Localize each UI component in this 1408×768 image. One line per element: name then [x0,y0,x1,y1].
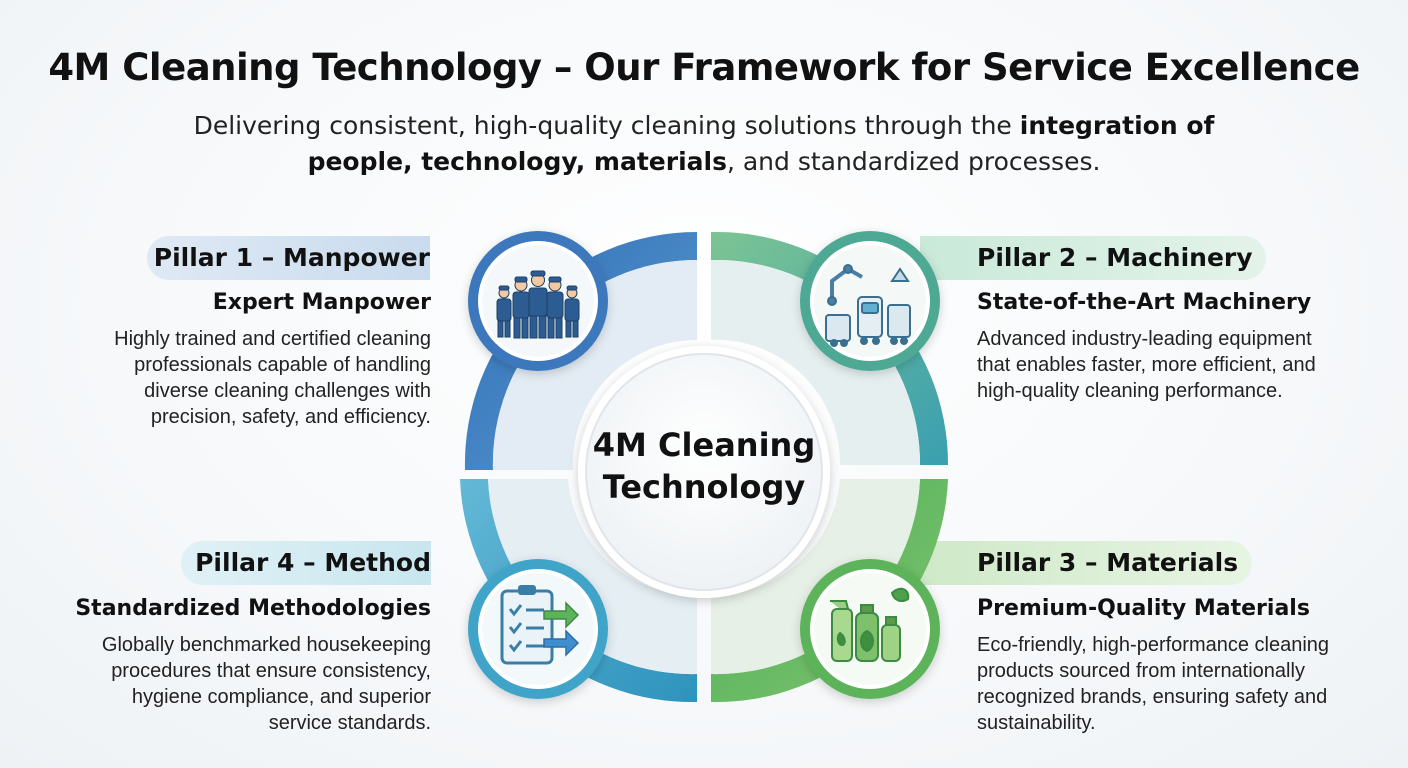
subtitle-emphasis: people, technology, materials [307,147,727,176]
description-line: diverse cleaning challenges with [144,380,431,402]
description-line: that enables faster, more efficient, and [977,354,1316,376]
pillar-3-description: Eco-friendly, high-performance cleaning … [977,632,1377,736]
description-line: professionals capable of handling [134,354,431,376]
description-line: procedures that ensure consistency, [111,660,431,682]
checklist-icon [500,585,580,665]
pillar-3-label: Pillar 3 – Materials [920,541,1252,585]
subtitle-text: , and standardized processes. [726,147,1101,176]
description-line: products sourced from internationally [977,660,1305,682]
center-label-line: Technology [602,468,806,506]
subtitle-emphasis: integration of [1019,111,1215,140]
pillar-3-heading: Premium-Quality Materials [977,596,1310,621]
description-line: Globally benchmarked housekeeping [101,634,431,656]
center-label: 4M Cleaning Technology [574,424,834,508]
description-line: Advanced industry-leading equipment [977,328,1312,350]
description-line: recognized brands, ensuring safety and [977,686,1328,708]
description-line: hygiene compliance, and superior [131,686,431,708]
description-line: Eco-friendly, high-performance cleaning [977,634,1330,656]
inner-ring [488,259,921,675]
pillar-4-heading: Standardized Methodologies [75,596,431,621]
pillar-2-label: Pillar 2 – Machinery [920,236,1266,280]
pillar-4-description: Globally benchmarked housekeeping proced… [71,632,431,736]
description-line: high-quality cleaning performance. [977,380,1283,402]
cleaning-products-icon [830,587,910,662]
workers-icon [496,270,580,339]
pillar-2-heading: State-of-the-Art Machinery [977,290,1312,315]
page-subtitle: Delivering consistent, high-quality clea… [154,108,1254,180]
description-line: service standards. [268,712,431,734]
pillar-1-heading: Expert Manpower [212,290,431,315]
page-title: 4M Cleaning Technology – Our Framework f… [48,46,1360,89]
subtitle-text: Delivering consistent, high-quality clea… [193,111,1020,140]
pillar-1-label: Pillar 1 – Manpower [147,236,430,280]
pillar-1-description: Highly trained and certified cleaning pr… [71,326,431,430]
description-line: sustainability. [977,712,1096,734]
machinery-icon [825,264,911,347]
description-line: precision, safety, and efficiency. [150,406,431,428]
description-line: Highly trained and certified cleaning [114,328,431,350]
pillar-2-description: Advanced industry-leading equipment that… [977,326,1367,404]
center-label-line: 4M Cleaning [592,426,816,464]
pillar-4-label: Pillar 4 – Method [181,541,431,585]
